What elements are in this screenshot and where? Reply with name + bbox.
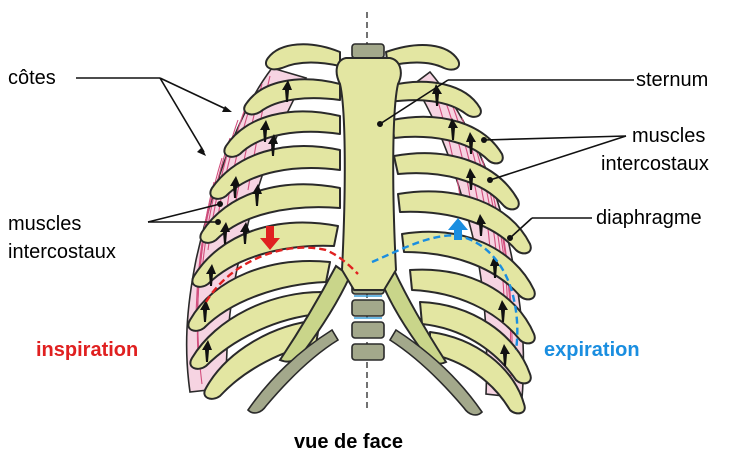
label-muscles-left-line2: intercostaux bbox=[8, 241, 116, 263]
caption: vue de face bbox=[294, 431, 403, 453]
label-sternum: sternum bbox=[636, 69, 708, 91]
label-muscles-left-line1: muscles bbox=[8, 213, 81, 235]
label-inspiration: inspiration bbox=[36, 339, 138, 361]
left-rib-2 bbox=[244, 79, 340, 114]
label-muscles-right-line2: intercostaux bbox=[601, 153, 709, 175]
label-expiration: expiration bbox=[544, 339, 640, 361]
label-muscles-right-line1: muscles bbox=[632, 125, 705, 147]
label-diaphragme: diaphragme bbox=[596, 207, 702, 229]
sternum bbox=[337, 58, 401, 290]
label-cotes: côtes bbox=[8, 67, 56, 89]
left-rib-1 bbox=[266, 44, 340, 69]
